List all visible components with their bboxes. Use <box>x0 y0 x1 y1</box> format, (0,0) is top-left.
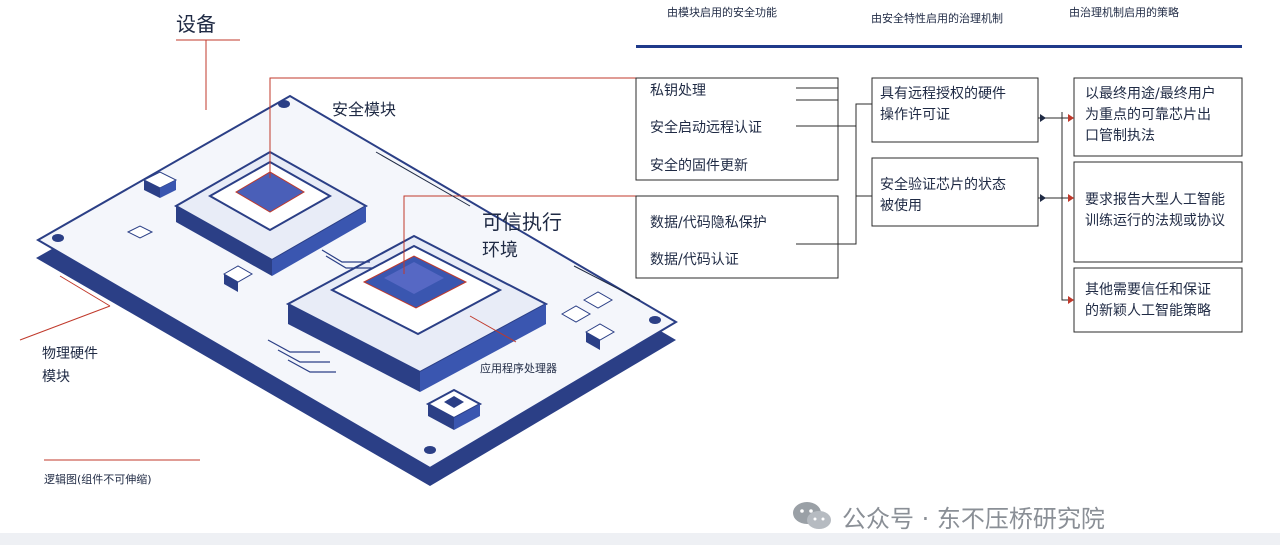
mount-hole <box>278 100 290 108</box>
col3-box-2 <box>1073 161 1243 263</box>
governance-mechanism-item: 安全验证芯片的状态 被使用 <box>880 175 1006 217</box>
item-line: 口管制执法 <box>1085 128 1155 144</box>
small-components <box>126 171 616 430</box>
security-function-item: 数据/代码隐私保护 <box>650 215 767 231</box>
col1-box-bottom <box>635 195 839 279</box>
physical-module-label-line1: 物理硬件 <box>42 346 98 362</box>
security-module-label: 安全模块 <box>332 100 397 119</box>
tee-label-line2: 环境 <box>482 240 518 261</box>
item-line: 被使用 <box>880 198 922 214</box>
physical-module-label-line2: 模块 <box>42 369 70 385</box>
col3-box-3 <box>1073 267 1243 333</box>
tee-processor-chip <box>285 234 549 392</box>
governance-mechanism-item: 具有远程授权的硬件 操作许可证 <box>880 84 1006 126</box>
connectors-col1-col2 <box>796 87 872 245</box>
logic-note-label: 逻辑图(组件不可伸缩) <box>44 473 152 486</box>
item-line: 具有远程授权的硬件 <box>880 86 1006 102</box>
col2-box-1 <box>871 77 1039 143</box>
tee-label-line1: 可信执行 <box>482 210 562 234</box>
security-module-chip <box>173 150 369 276</box>
item-line: 以最终用途/最终用户 <box>1085 86 1216 102</box>
pointer-lines <box>375 151 641 301</box>
item-line: 操作许可证 <box>880 107 950 123</box>
security-function-item: 安全的固件更新 <box>650 158 748 174</box>
item-line: 安全验证芯片的状态 <box>880 177 1006 193</box>
column-header-security-functions: 由模块启用的安全功能 <box>667 6 777 19</box>
mount-hole <box>52 234 64 242</box>
item-line: 的新颖人工智能策略 <box>1085 303 1211 319</box>
col1-box-top <box>635 77 839 181</box>
app-processor-label: 应用程序处理器 <box>480 362 557 375</box>
mount-hole <box>424 446 436 454</box>
wechat-icon <box>793 502 831 529</box>
security-function-item: 私钥处理 <box>650 83 706 99</box>
mount-hole <box>649 316 661 324</box>
policy-item: 以最终用途/最终用户 为重点的可靠芯片出 口管制执法 <box>1085 84 1216 147</box>
connectors-col2-col3 <box>1038 112 1074 301</box>
policy-item: 其他需要信任和保证 的新颖人工智能策略 <box>1085 280 1211 322</box>
column-header-governance-mechanisms: 由安全特性启用的治理机制 <box>871 12 1003 25</box>
security-function-item: 安全启动远程认证 <box>650 120 762 136</box>
item-line: 要求报告大型人工智能 <box>1085 192 1225 208</box>
item-line: 为重点的可靠芯片出 <box>1085 107 1211 123</box>
col3-box-1 <box>1073 77 1243 157</box>
col2-box-2 <box>871 157 1039 227</box>
watermark: 公众号 · 东不压桥研究院 <box>790 496 1105 536</box>
policy-item: 要求报告大型人工智能 训练运行的法规或协议 <box>1085 190 1225 232</box>
callout-lines <box>19 39 636 461</box>
arrowheads <box>1068 114 1074 304</box>
header-rule <box>636 45 1242 48</box>
security-function-item: 数据/代码认证 <box>650 252 739 268</box>
circuit-traces <box>267 249 372 373</box>
device-label: 设备 <box>176 12 216 36</box>
item-line: 训练运行的法规或协议 <box>1085 213 1225 229</box>
watermark-text: 公众号 · 东不压桥研究院 <box>842 504 1105 533</box>
column-header-policies: 由治理机制启用的策略 <box>1069 6 1179 19</box>
item-line: 其他需要信任和保证 <box>1085 282 1211 298</box>
bottom-strip <box>0 533 1280 545</box>
